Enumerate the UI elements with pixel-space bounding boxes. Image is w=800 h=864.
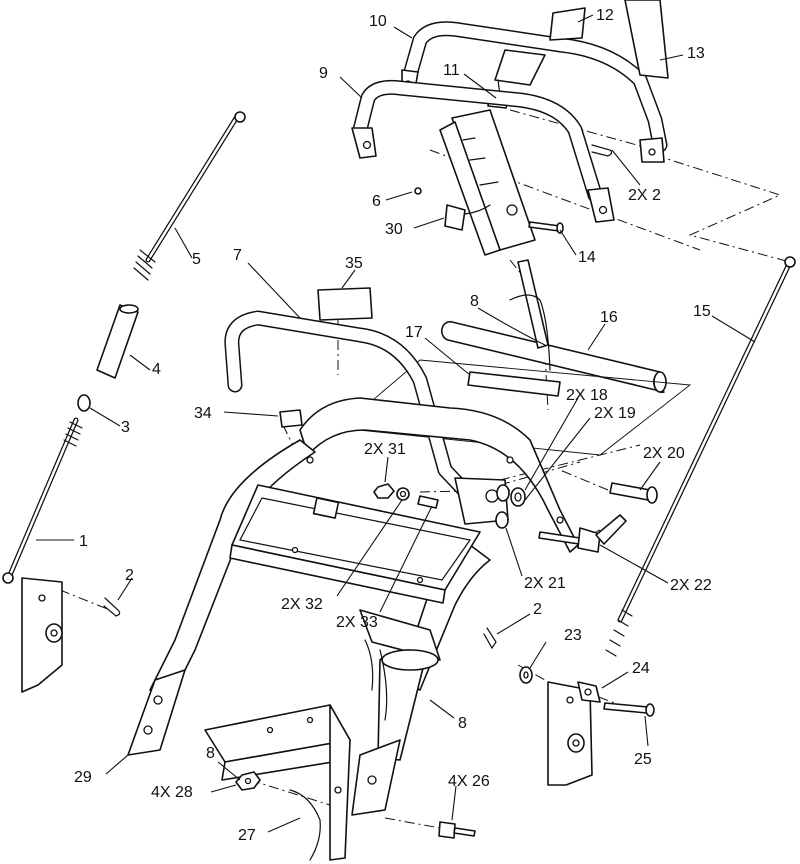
part-34-decal xyxy=(279,409,303,428)
part-6-screw xyxy=(414,187,422,195)
leader-lines xyxy=(36,14,756,833)
part-14-bolt xyxy=(528,221,564,234)
part-8-cable-ties xyxy=(364,639,388,721)
callout-10: 10 xyxy=(369,13,387,30)
callout-2x-18: 2X 18 xyxy=(566,387,608,404)
callout-16: 16 xyxy=(600,309,618,326)
lower-right-handle-leg xyxy=(351,649,439,816)
callout-6: 6 xyxy=(372,193,381,210)
part-12-decal xyxy=(549,7,586,41)
cable-stem xyxy=(509,259,551,371)
callout-8-bottom: 8 xyxy=(206,745,215,762)
part-5-cable-rod xyxy=(133,111,246,281)
callout-25: 25 xyxy=(634,751,652,768)
callout-11: 11 xyxy=(443,62,460,79)
callout-2-right: 2 xyxy=(533,601,542,618)
callout-27: 27 xyxy=(238,827,256,844)
callout-29: 29 xyxy=(74,769,92,786)
callout-labels: 10 12 13 9 11 2X 2 6 30 14 5 7 35 8 16 1… xyxy=(74,7,712,844)
callout-4: 4 xyxy=(152,361,161,378)
part-7-handle-frame xyxy=(224,310,509,525)
part-26-bolt xyxy=(438,821,476,839)
right-bottom-plate xyxy=(547,681,593,786)
callout-9: 9 xyxy=(319,65,328,82)
part-29-tube-end xyxy=(127,669,186,756)
part-15-cable-rod xyxy=(605,256,796,657)
callout-17: 17 xyxy=(405,324,423,341)
part-28-nut xyxy=(235,771,261,791)
callout-1: 1 xyxy=(79,533,88,550)
callout-34: 34 xyxy=(194,405,212,422)
callout-2x-19: 2X 19 xyxy=(594,405,636,422)
left-bottom-plate xyxy=(21,577,63,693)
callout-2x-20: 2X 20 xyxy=(643,445,685,462)
callout-7: 7 xyxy=(233,247,242,264)
callout-4x-26: 4X 26 xyxy=(448,773,490,790)
callout-13: 13 xyxy=(687,45,705,62)
callout-2x-2: 2X 2 xyxy=(628,187,661,204)
part-18-19-21-washers xyxy=(495,484,526,529)
part-24-swivel xyxy=(577,681,601,703)
part-17-bar xyxy=(467,371,561,397)
callout-2x-22: 2X 22 xyxy=(670,577,712,594)
callout-15: 15 xyxy=(693,303,711,320)
part-35-decal xyxy=(317,287,373,321)
part-3-clip xyxy=(77,394,91,412)
callout-4x-28: 4X 28 xyxy=(151,784,193,801)
callout-2x-21: 2X 21 xyxy=(524,575,566,592)
part-13-decal xyxy=(624,0,669,79)
callout-8-right: 8 xyxy=(458,715,467,732)
part-2-cotter-pin-top xyxy=(591,144,613,157)
part-30-switch xyxy=(444,204,491,231)
part-1-cable-rod xyxy=(2,417,83,584)
part-25-clevis-pin xyxy=(603,702,655,717)
callout-8-top: 8 xyxy=(470,293,479,310)
part-9-lower-handle xyxy=(351,80,615,223)
control-panel-plate xyxy=(229,484,481,604)
part-20-pin xyxy=(609,482,658,504)
part-27-bracket xyxy=(204,704,351,861)
callout-30: 30 xyxy=(385,221,403,238)
part-22-lever-bolt xyxy=(538,514,627,553)
callout-2-left: 2 xyxy=(125,567,134,584)
part-2-cotter-pin-left xyxy=(103,597,121,617)
callout-23: 23 xyxy=(564,627,582,644)
part-23-washer xyxy=(519,666,533,684)
callout-2x-31: 2X 31 xyxy=(364,441,406,458)
callout-2x-32: 2X 32 xyxy=(281,596,323,613)
callout-5: 5 xyxy=(192,251,201,268)
callout-14: 14 xyxy=(578,249,596,266)
callout-35: 35 xyxy=(345,255,363,272)
callout-24: 24 xyxy=(632,660,650,677)
control-housing xyxy=(439,109,536,256)
callout-3: 3 xyxy=(121,419,130,436)
part-4-adjuster-sleeve xyxy=(96,304,139,379)
part-2-cotter-pin-right xyxy=(483,627,497,650)
part-31-32-33-fasteners xyxy=(373,483,439,509)
callout-12: 12 xyxy=(596,7,614,24)
callout-2x-33: 2X 33 xyxy=(336,614,378,631)
